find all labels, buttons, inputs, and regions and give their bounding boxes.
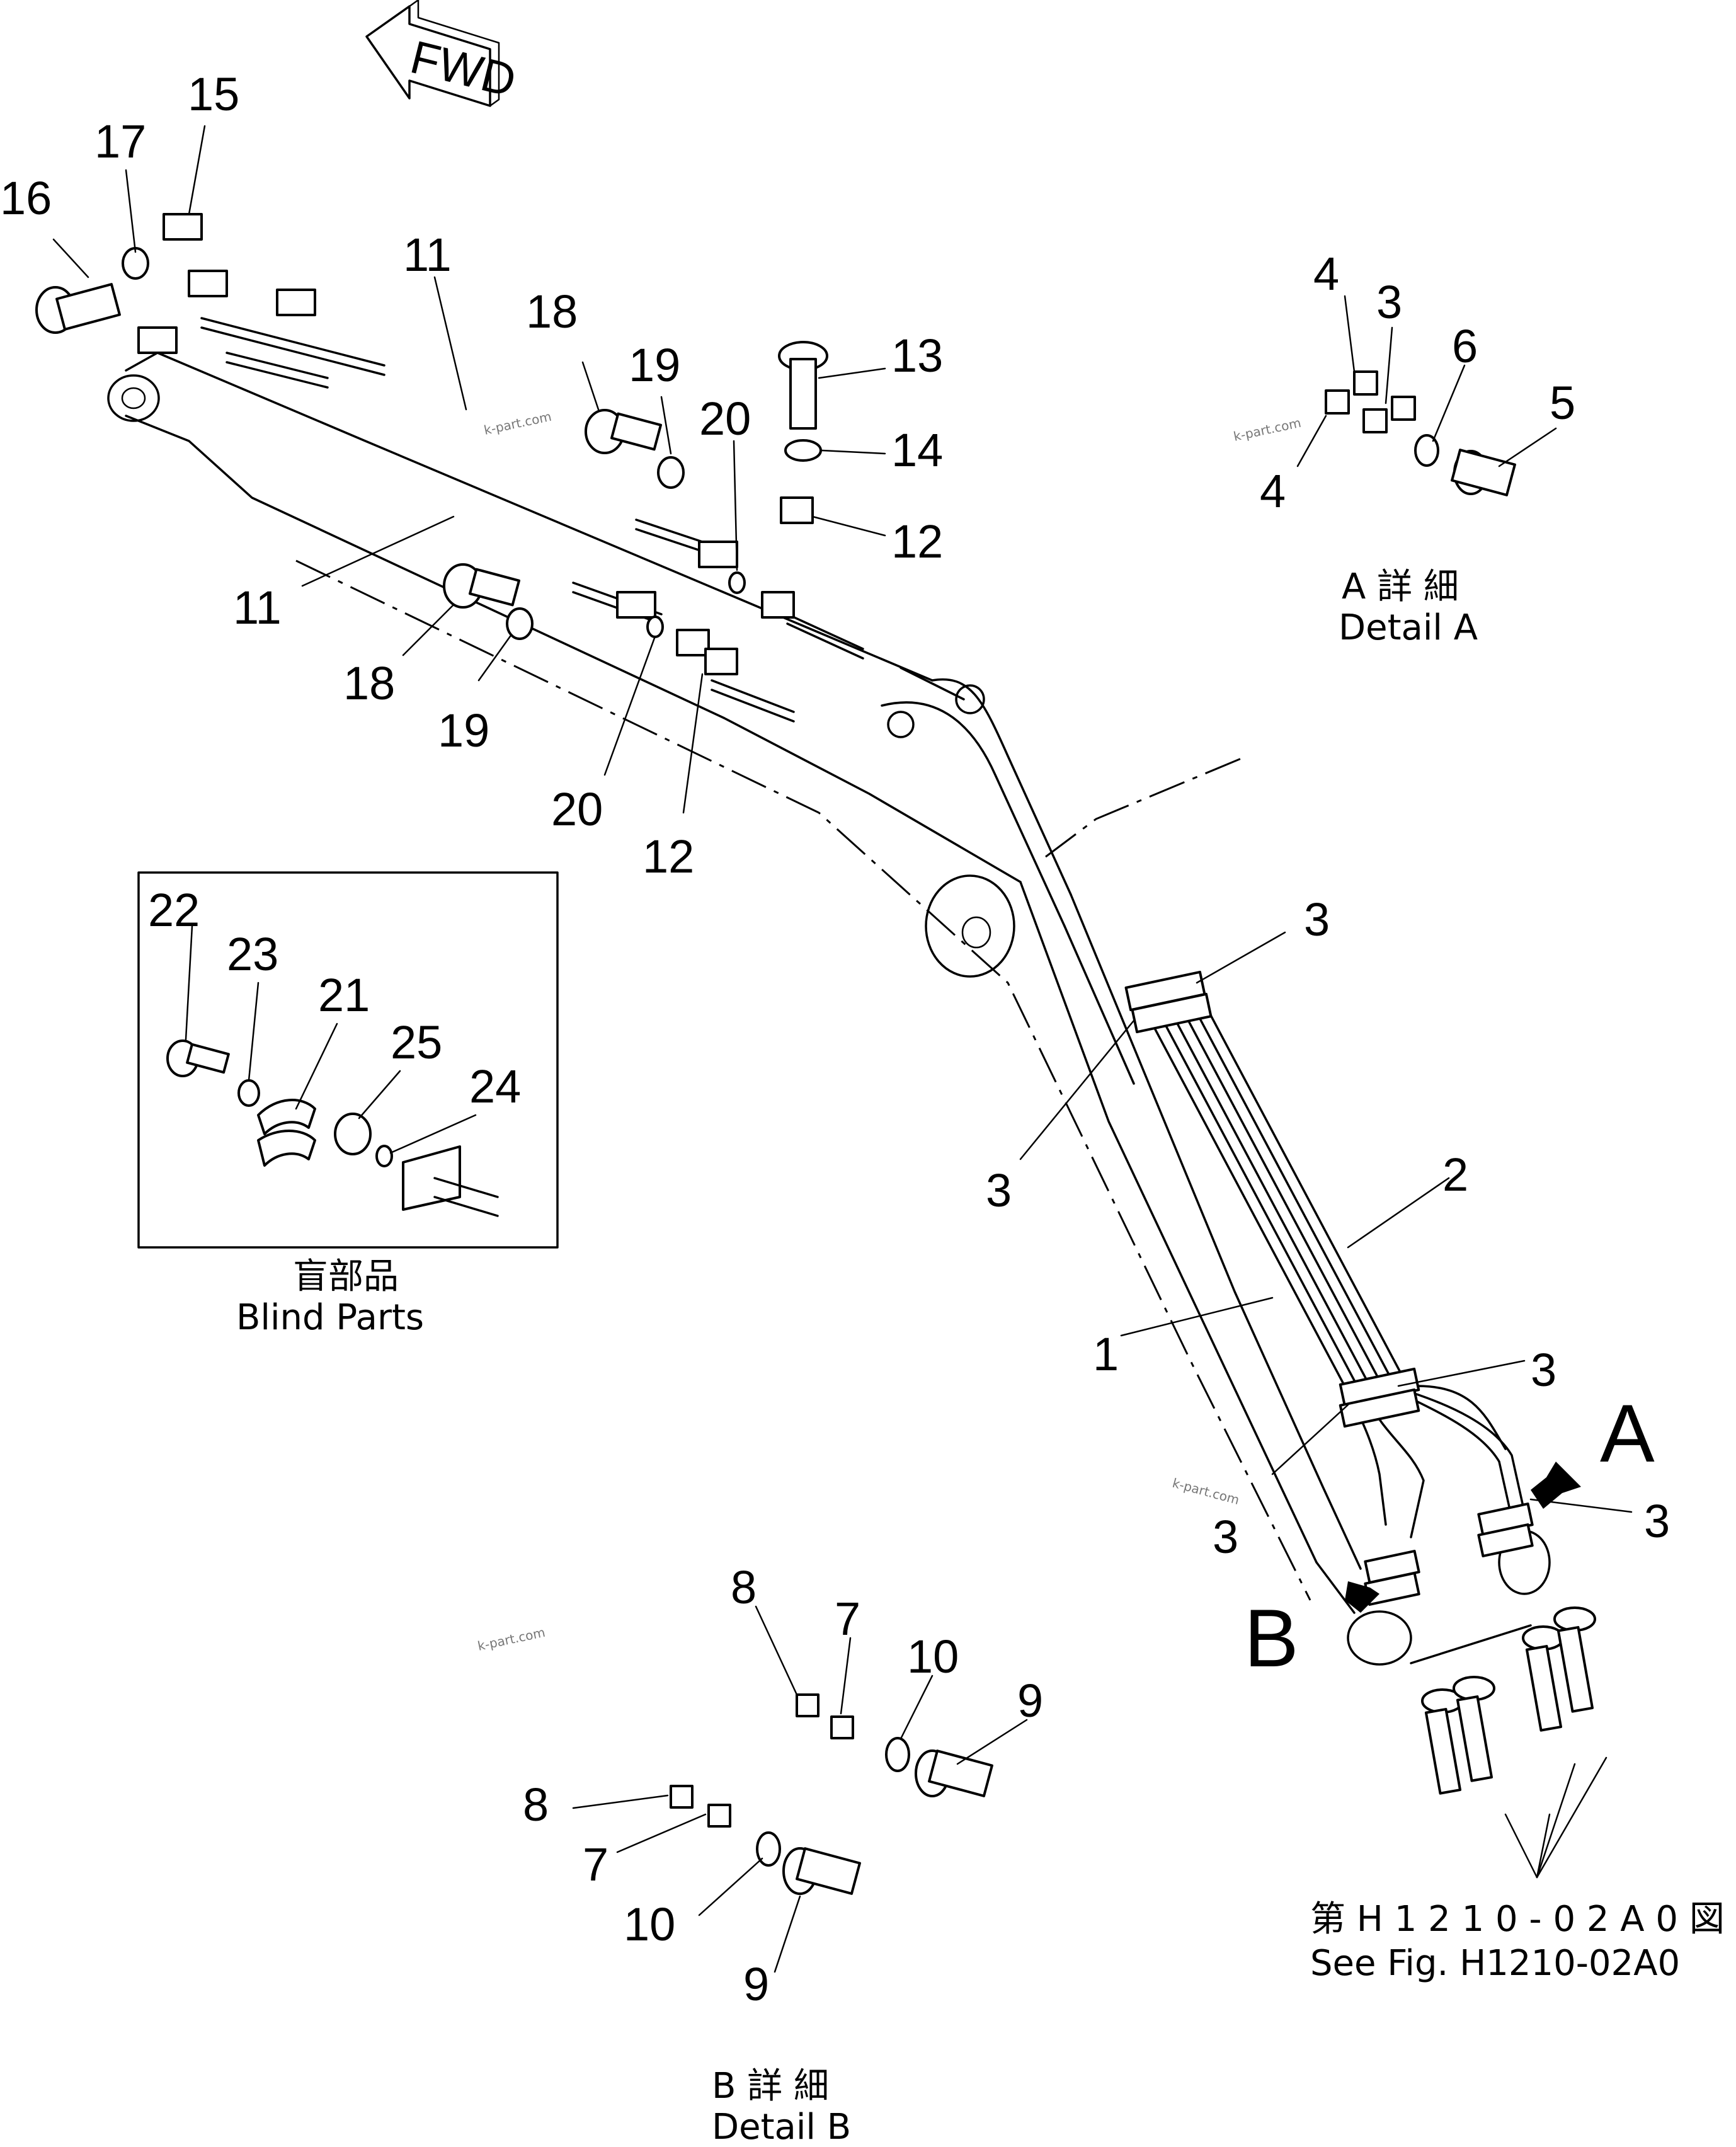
boom-arm	[107, 352, 1551, 1666]
leader-lines	[52, 125, 1633, 1973]
callout-11a: 11	[403, 229, 452, 281]
callout-3b: 3	[986, 1164, 1012, 1217]
blind-parts-caption-en: Blind Parts	[236, 1297, 424, 1338]
detail-b-callout-8b: 8	[523, 1778, 549, 1831]
reference-en: See Fig. H1210-02A0	[1310, 1943, 1680, 1984]
reference-jp: 第 H 1 2 1 0 - 0 2 A 0 図 参 照	[1310, 1899, 1736, 1940]
callout-19b: 19	[438, 704, 489, 757]
detail-b-callout-7b: 7	[583, 1838, 608, 1891]
detail-a-callout-4b: 4	[1260, 465, 1286, 517]
callout-3a: 3	[1304, 893, 1330, 946]
callout-13: 13	[891, 329, 943, 382]
callout-20b: 20	[551, 783, 603, 835]
callout-15: 15	[188, 68, 239, 120]
blind-parts-caption-jp: 盲部品	[293, 1256, 399, 1297]
callout-18a: 18	[526, 285, 578, 338]
detail-a-callout-6: 6	[1452, 320, 1478, 372]
callout-3e: 3	[1644, 1495, 1670, 1547]
detail-b-callout-9a: 9	[1017, 1675, 1043, 1727]
detail-b-callout-8a: 8	[731, 1561, 757, 1613]
watermarks: k-part.com k-part.com k-part.com k-part.…	[476, 409, 1303, 1654]
callout-20a: 20	[699, 392, 751, 445]
boom-hoses	[1133, 988, 1526, 1538]
watermark-3: k-part.com	[1171, 1475, 1241, 1508]
detail-b-callout-9b: 9	[743, 1958, 769, 2010]
blind-parts-callout-23: 23	[227, 928, 278, 980]
blind-parts-callout-22: 22	[148, 884, 200, 936]
hose-end-fittings	[1421, 1606, 1608, 1879]
blind-parts-callout-25: 25	[391, 1016, 442, 1068]
detail-a-callout-4a: 4	[1313, 248, 1339, 300]
marker-a: A	[1600, 1387, 1655, 1479]
blind-parts-inset	[137, 871, 559, 1249]
detail-b-callout-10b: 10	[624, 1898, 675, 1950]
callout-14: 14	[891, 424, 943, 476]
arm-hoses	[200, 317, 965, 723]
blind-parts-frame	[137, 871, 559, 1249]
callout-3c: 3	[1531, 1344, 1556, 1396]
watermark-4: k-part.com	[476, 1625, 547, 1654]
reference-note: 第 H 1 2 1 0 - 0 2 A 0 図 参 照 See Fig. H12…	[1310, 1899, 1736, 1984]
detail-b: 8 7 10 9 8 7 10 9 B 詳 細 Detail B	[523, 1561, 1043, 2147]
callout-12a: 12	[891, 515, 943, 568]
callout-17: 17	[94, 115, 146, 168]
blind-parts-callout-21: 21	[318, 969, 370, 1021]
marker-b: B	[1244, 1592, 1299, 1684]
callout-2: 2	[1442, 1148, 1468, 1201]
arrow-a-icon	[1531, 1462, 1581, 1509]
detail-a-callout-3: 3	[1376, 276, 1402, 328]
loose-parts	[35, 247, 828, 640]
boom-clamps	[1124, 970, 1534, 1606]
callout-19a: 19	[629, 339, 680, 391]
callout-3d: 3	[1213, 1511, 1238, 1563]
detail-b-callout-7a: 7	[835, 1593, 860, 1645]
detail-a-callout-5: 5	[1550, 377, 1575, 429]
callout-18b: 18	[343, 657, 395, 709]
detail-a-caption-en: Detail A	[1339, 607, 1478, 648]
detail-b-caption-en: Detail B	[712, 2107, 851, 2147]
detail-b-caption-jp: B 詳 細	[712, 2066, 829, 2107]
arm-clamps	[137, 213, 814, 675]
fwd-label: FWD	[406, 30, 522, 106]
arrow-b-icon	[1345, 1581, 1379, 1613]
blind-parts: 22 23 21 25 24 盲部品 Blind Parts	[148, 884, 521, 1338]
callout-labels: 16 17 15 11 11 18 19 20 13 14 12 18 19 2…	[0, 68, 1670, 1563]
detail-a-caption-jp: A 詳 細	[1342, 566, 1459, 607]
detail-a: 4 3 6 5 4 A 詳 細 Detail A	[1260, 248, 1575, 648]
detail-a-parts	[1325, 370, 1516, 496]
fwd-arrow-icon: FWD	[365, 0, 522, 107]
callout-1: 1	[1093, 1328, 1119, 1380]
callout-16: 16	[0, 172, 52, 224]
detail-b-parts	[670, 1693, 993, 1895]
callout-11b: 11	[233, 581, 282, 634]
watermark-2: k-part.com	[1232, 415, 1303, 444]
detail-b-callout-10a: 10	[907, 1630, 959, 1683]
detail-markers: A B	[1244, 1387, 1655, 1684]
blind-parts-callout-24: 24	[469, 1060, 521, 1113]
callout-12b: 12	[642, 830, 694, 883]
watermark-1: k-part.com	[483, 409, 553, 438]
